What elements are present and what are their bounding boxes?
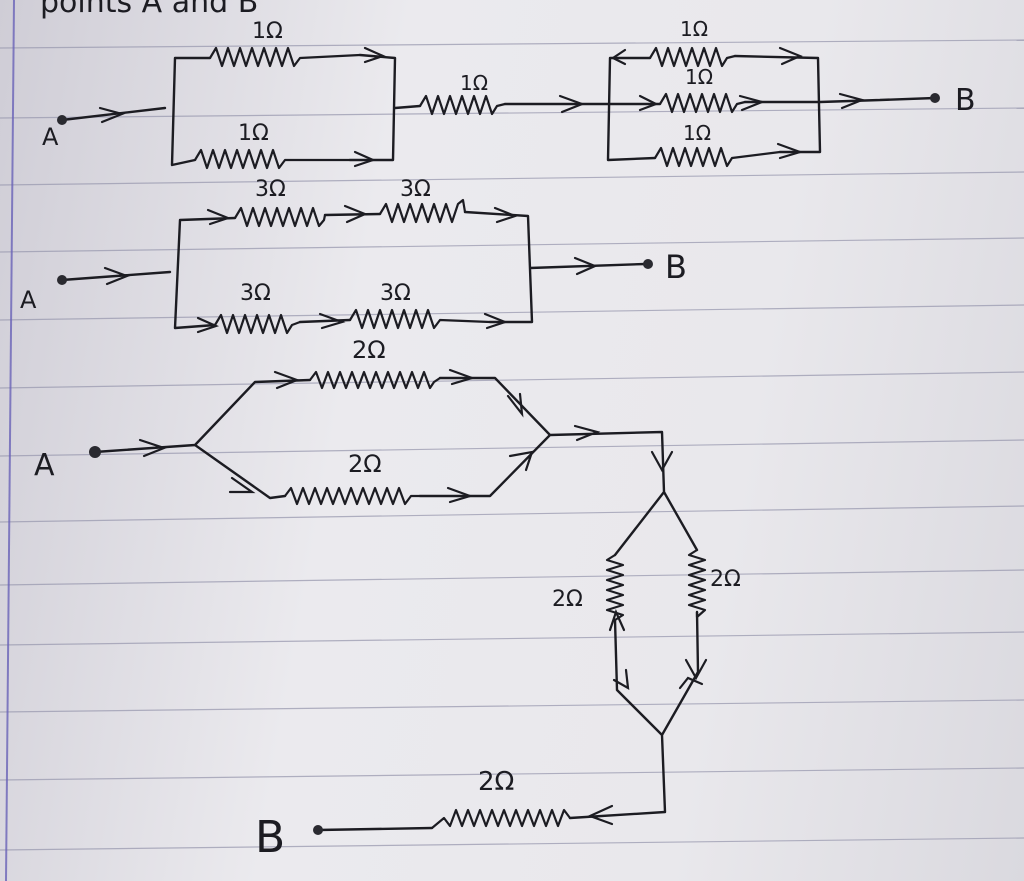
circuit-1-current-arrows — [98, 46, 866, 168]
circuit-3-node-a — [89, 446, 101, 458]
circuit-1-resistor-right-middle — [659, 92, 746, 114]
circuit-3-value-right-vertical: 2Ω — [710, 567, 741, 592]
circuit-3-node-b — [313, 825, 323, 835]
circuit-2-resistor-top-right — [379, 198, 467, 224]
circuit-1-node-a — [57, 115, 67, 125]
circuit-1-wires — [60, 53, 937, 167]
circuit-2-value-bottom-right: 3Ω — [380, 281, 411, 306]
circuit-2-resistor-top-left — [234, 206, 327, 228]
circuit-2-label-b: B — [665, 248, 687, 286]
circuit-1-value-right-middle: 1Ω — [685, 65, 713, 89]
circuit-3-value-left-vertical: 2Ω — [552, 587, 583, 612]
circuit-2-node-a — [57, 275, 67, 285]
circuit-2-label-a: A — [20, 286, 37, 314]
circuit-1-resistor-right-top — [649, 46, 736, 68]
circuit-2-node-b — [643, 259, 653, 269]
circuit-2-resistor-bottom-left — [214, 313, 301, 335]
circuit-3-label-b: B — [255, 812, 285, 863]
circuit-1-value-middle: 1Ω — [460, 71, 488, 95]
circuit-1-resistor-bottom — [194, 148, 350, 170]
circuit-3-value-middle: 2Ω — [348, 450, 382, 478]
header-text: points A and B — [40, 0, 258, 20]
circuit-1-label-a: A — [42, 123, 59, 151]
circuit-1-resistor-top — [209, 46, 361, 68]
circuit-1-value-right-top: 1Ω — [680, 17, 708, 41]
circuit-3-value-top: 2Ω — [352, 336, 386, 364]
circuit-2-resistor-bottom-right — [349, 308, 491, 330]
circuit-3-resistor-left-vertical — [605, 554, 625, 621]
circuit-2-value-top-left: 3Ω — [255, 177, 286, 202]
circuit-1-value-top: 1Ω — [252, 19, 283, 44]
circuit-3-label-a: A — [34, 448, 55, 483]
circuit-2-value-top-right: 3Ω — [400, 177, 431, 202]
circuit-1-label-b: B — [955, 83, 976, 118]
circuit-1-node-b — [930, 93, 940, 103]
circuit-1-resistor-right-bottom — [654, 146, 781, 168]
circuit-3-resistor-bottom — [431, 808, 571, 829]
circuit-3: A B 2Ω 2Ω 2Ω 2Ω 2Ω — [34, 336, 741, 863]
circuit-1-value-bottom: 1Ω — [238, 121, 269, 146]
circuit-3-resistor-top — [309, 370, 441, 390]
circuit-3-wires — [93, 376, 700, 832]
circuit-2-wires — [60, 210, 647, 330]
circuit-3-current-arrows — [138, 368, 708, 826]
circuit-3-resistor-right-vertical — [687, 549, 707, 619]
circuit-1-value-right-bottom: 1Ω — [683, 121, 711, 145]
circuit-3-value-bottom: 2Ω — [478, 767, 514, 797]
circuit-2: A B 3Ω 3Ω 3Ω 3Ω — [20, 177, 687, 335]
circuit-2-value-bottom-left: 3Ω — [240, 281, 271, 306]
circuit-1: A B 1Ω 1Ω 1Ω 1Ω 1Ω 1Ω — [42, 17, 976, 170]
circuit-2-current-arrows — [103, 204, 598, 334]
circuit-3-resistor-middle — [284, 486, 420, 506]
circuit-1-resistor-middle — [419, 94, 506, 116]
